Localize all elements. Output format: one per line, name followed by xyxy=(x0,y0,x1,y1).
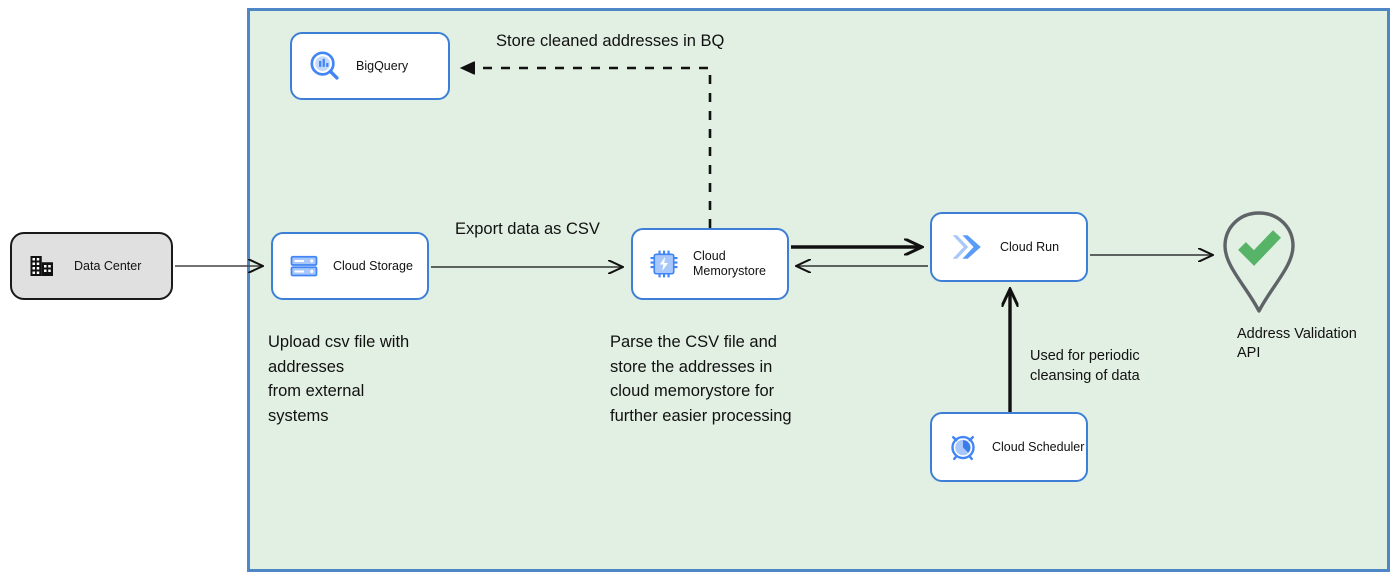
building-icon xyxy=(28,251,58,281)
google-cloud-zone xyxy=(247,8,1390,572)
cloud-memorystore-icon xyxy=(649,249,679,279)
node-label: Cloud Memorystore xyxy=(693,249,766,278)
bigquery-icon xyxy=(308,49,342,83)
node-label: Data Center xyxy=(74,258,142,273)
node-data-center[interactable]: Data Center xyxy=(10,232,173,300)
node-cloud-scheduler[interactable]: Cloud Scheduler xyxy=(930,412,1088,482)
node-label: BigQuery xyxy=(356,58,409,73)
note-upload-csv: Upload csv file with addresses from exte… xyxy=(268,333,410,425)
cloud-storage-icon xyxy=(289,251,319,281)
node-address-validation-api[interactable] xyxy=(1218,208,1300,318)
map-pin-check-icon xyxy=(1223,211,1295,313)
node-cloud-storage[interactable]: Cloud Storage xyxy=(271,232,429,300)
note-parse-csv: Parse the CSV file and store the address… xyxy=(610,333,792,425)
node-label: Cloud Run xyxy=(1000,239,1060,254)
edge-label-export-data-as-csv: Export data as CSV xyxy=(455,220,600,238)
node-label: Cloud Storage xyxy=(333,258,413,273)
node-cloud-memorystore[interactable]: Cloud Memorystore xyxy=(631,228,789,300)
node-label: Cloud Scheduler xyxy=(992,439,1085,454)
cloud-scheduler-icon xyxy=(948,432,978,462)
edge-label-store-cleaned-addresses: Store cleaned addresses in BQ xyxy=(496,32,725,50)
node-cloud-run[interactable]: Cloud Run xyxy=(930,212,1088,282)
note-periodic-cleansing: Used for periodic cleansing of data xyxy=(1030,348,1140,384)
cloud-run-icon xyxy=(950,232,984,262)
node-bigquery[interactable]: BigQuery xyxy=(290,32,450,100)
address-validation-api-label: Address Validation API xyxy=(1237,326,1357,361)
